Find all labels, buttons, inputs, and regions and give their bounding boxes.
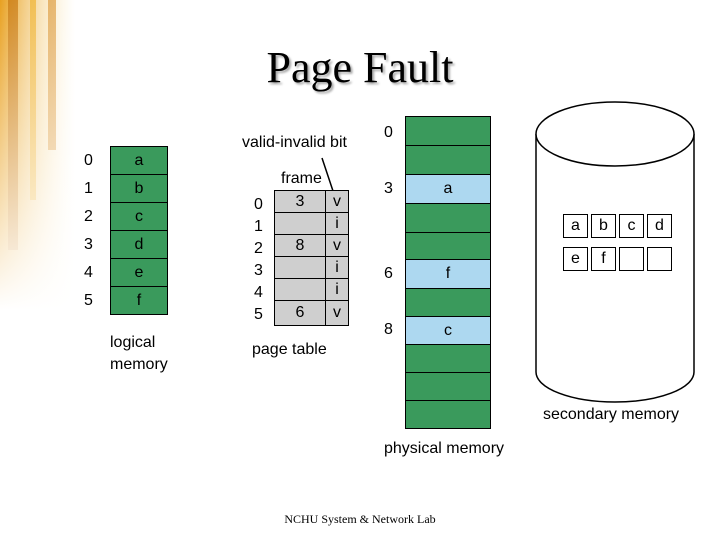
page-table-bit-cell: i xyxy=(325,278,349,301)
logical-memory-cell: c xyxy=(110,202,168,231)
page-table-frame-cell: 3 xyxy=(274,190,326,213)
physical-frame xyxy=(405,145,491,175)
logical-index: 1 xyxy=(84,180,93,197)
secondary-memory-cell xyxy=(619,247,644,271)
physical-frame xyxy=(405,344,491,373)
page-table-index: 5 xyxy=(254,306,263,323)
logical-index: 0 xyxy=(84,152,93,169)
physical-memory-label: physical memory xyxy=(384,440,505,457)
physical-frame-loaded: f xyxy=(405,259,491,289)
valid-invalid-bit-label: valid-invalid bit xyxy=(242,134,347,151)
secondary-memory-cell: a xyxy=(563,214,588,238)
page-table-index: 1 xyxy=(254,218,263,235)
frame-number-label: 3 xyxy=(384,180,393,197)
physical-frame xyxy=(405,372,491,401)
page-table-frame-cell xyxy=(274,278,326,301)
frame-number-label: 6 xyxy=(384,265,393,282)
page-table-frame-cell xyxy=(274,256,326,279)
secondary-memory-cell: b xyxy=(591,214,616,238)
logical-memory-cell: f xyxy=(110,286,168,315)
logical-memory-cell: e xyxy=(110,258,168,287)
page-table-frame-cell xyxy=(274,212,326,235)
logical-memory-label-line2: memory xyxy=(110,356,168,373)
physical-frame xyxy=(405,232,491,260)
page-title: Page Fault xyxy=(266,43,454,92)
logical-memory-cell: b xyxy=(110,174,168,203)
secondary-memory-cell: f xyxy=(591,247,616,271)
physical-frame xyxy=(405,203,491,233)
footer-credit: NCHU System & Network Lab xyxy=(284,512,436,526)
frame-label: frame xyxy=(281,170,322,187)
physical-frame xyxy=(405,288,491,317)
page-table-index: 0 xyxy=(254,196,263,213)
secondary-memory-cell: d xyxy=(647,214,672,238)
logical-index: 4 xyxy=(84,264,93,281)
secondary-memory-cell: c xyxy=(619,214,644,238)
frame-number-label: 8 xyxy=(384,321,393,338)
logical-index: 3 xyxy=(84,236,93,253)
frame-number-label: 0 xyxy=(384,124,393,141)
secondary-memory-label: secondary memory xyxy=(543,406,680,423)
page-table-bit-cell: v xyxy=(325,300,349,326)
page-table-index: 4 xyxy=(254,284,263,301)
physical-frame-loaded: a xyxy=(405,174,491,204)
page-table-frame-cell: 6 xyxy=(274,300,326,326)
page-table-bit-cell: i xyxy=(325,256,349,279)
secondary-memory-cell xyxy=(647,247,672,271)
page-table-label: page table xyxy=(252,341,327,358)
page-table-bit-cell: v xyxy=(325,234,349,257)
page-table-bit-cell: i xyxy=(325,212,349,235)
secondary-memory-cell: e xyxy=(563,247,588,271)
decorative-side-strip xyxy=(0,0,75,310)
physical-frame xyxy=(405,116,491,146)
page-table-index: 2 xyxy=(254,240,263,257)
page-table-bit-cell: v xyxy=(325,190,349,213)
page-table-index: 3 xyxy=(254,262,263,279)
physical-frame-loaded: c xyxy=(405,316,491,345)
physical-frame xyxy=(405,400,491,429)
logical-index: 5 xyxy=(84,292,93,309)
logical-memory-label-line1: logical xyxy=(110,334,156,351)
logical-memory-cell: a xyxy=(110,146,168,175)
page-table-frame-cell: 8 xyxy=(274,234,326,257)
logical-memory-cell: d xyxy=(110,230,168,259)
logical-index: 2 xyxy=(84,208,93,225)
